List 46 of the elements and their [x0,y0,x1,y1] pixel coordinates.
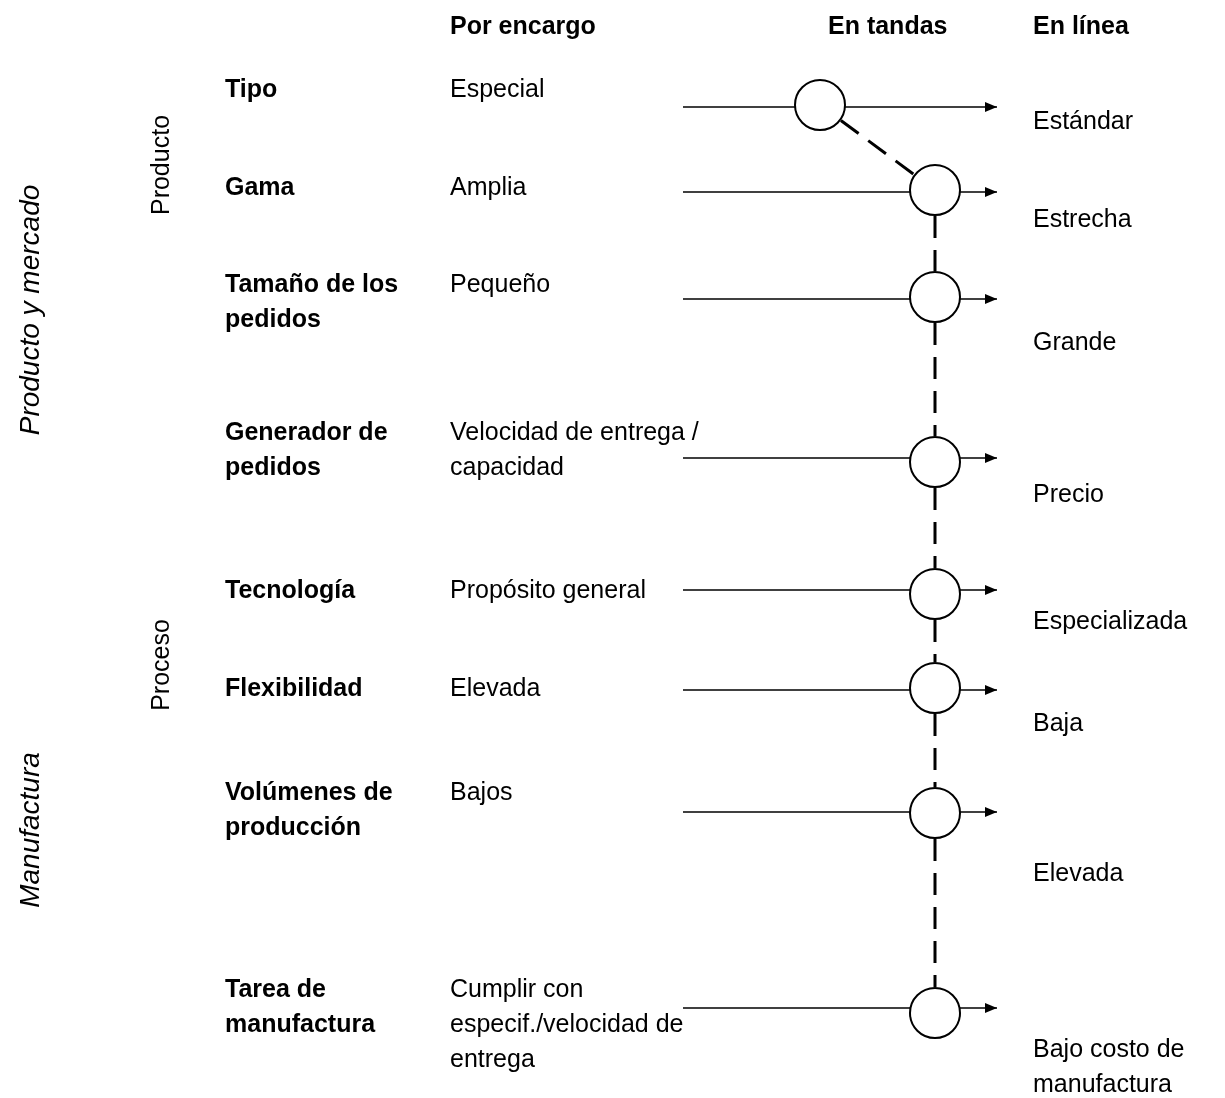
scale-start-label: Elevada [450,672,542,703]
profile-marker-circle [909,662,961,714]
row-label: Gama [225,171,296,202]
scale-end-label: Especializada [1033,605,1189,636]
axis-title: Manufactura [15,752,45,908]
column-header: En línea [1033,10,1130,41]
dashed-connector [933,620,937,662]
scale-start-label: Amplia [450,171,528,202]
column-header: Por encargo [450,10,597,41]
scale-start-label: Pequeño [450,268,552,299]
dashed-connector [840,119,915,176]
scale-start-label: Velocidad de entrega / capacidad [450,416,700,482]
profile-marker-circle [909,436,961,488]
axis-title: Producto y mercado [15,184,45,436]
row-label: Tipo [225,73,279,104]
dashed-connector [933,839,937,987]
row-label: Tamaño de los pedidos [225,268,400,334]
scale-end-label: Grande [1033,326,1118,357]
scale-end-label: Elevada [1033,857,1125,888]
profile-marker-circle [794,79,846,131]
row-label: Flexibilidad [225,672,364,703]
row-label: Tarea de manufactura [225,973,377,1039]
scale-end-label: Precio [1033,478,1105,509]
group-label: Producto [145,114,175,216]
dashed-connector [933,323,937,436]
dashed-connector [933,488,937,568]
profile-marker-circle [909,164,961,216]
scale-end-label: Bajo costo de manufactura [1033,1033,1186,1098]
scale-start-label: Propósito general [450,574,647,605]
scale-start-label: Especial [450,73,546,104]
row-label: Volúmenes de producción [225,776,394,842]
profile-marker-circle [909,787,961,839]
profile-marker-circle [909,987,961,1039]
row-label: Generador de pedidos [225,416,389,482]
scale-start-label: Bajos [450,776,514,807]
scale-end-label: Estándar [1033,105,1135,136]
scale-end-label: Estrecha [1033,203,1133,234]
row-label: Tecnología [225,574,357,605]
scale-end-label: Baja [1033,707,1085,738]
dashed-connector [933,714,937,787]
profile-marker-circle [909,271,961,323]
group-label: Proceso [145,619,175,711]
column-header: En tandas [828,10,949,41]
dashed-connector [933,216,937,271]
scale-start-label: Cumplir con especif./velocidad de entrega [450,973,685,1074]
profile-marker-circle [909,568,961,620]
